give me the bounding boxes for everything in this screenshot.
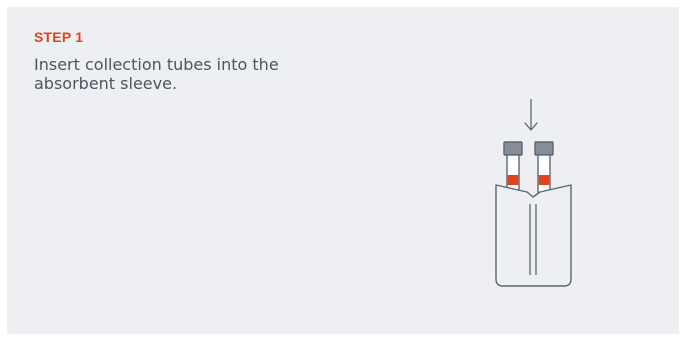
- step-label: STEP 1: [34, 29, 83, 45]
- step-card: STEP 1 Insert collection tubes into the …: [7, 7, 679, 334]
- tube-insertion-illustration: [487, 99, 587, 294]
- absorbent-sleeve-icon: [496, 185, 571, 286]
- collection-tube-icon: [535, 142, 553, 193]
- step-instruction: Insert collection tubes into the absorbe…: [34, 55, 304, 93]
- collection-tube-icon: [504, 142, 522, 193]
- down-arrow-icon: [525, 99, 537, 130]
